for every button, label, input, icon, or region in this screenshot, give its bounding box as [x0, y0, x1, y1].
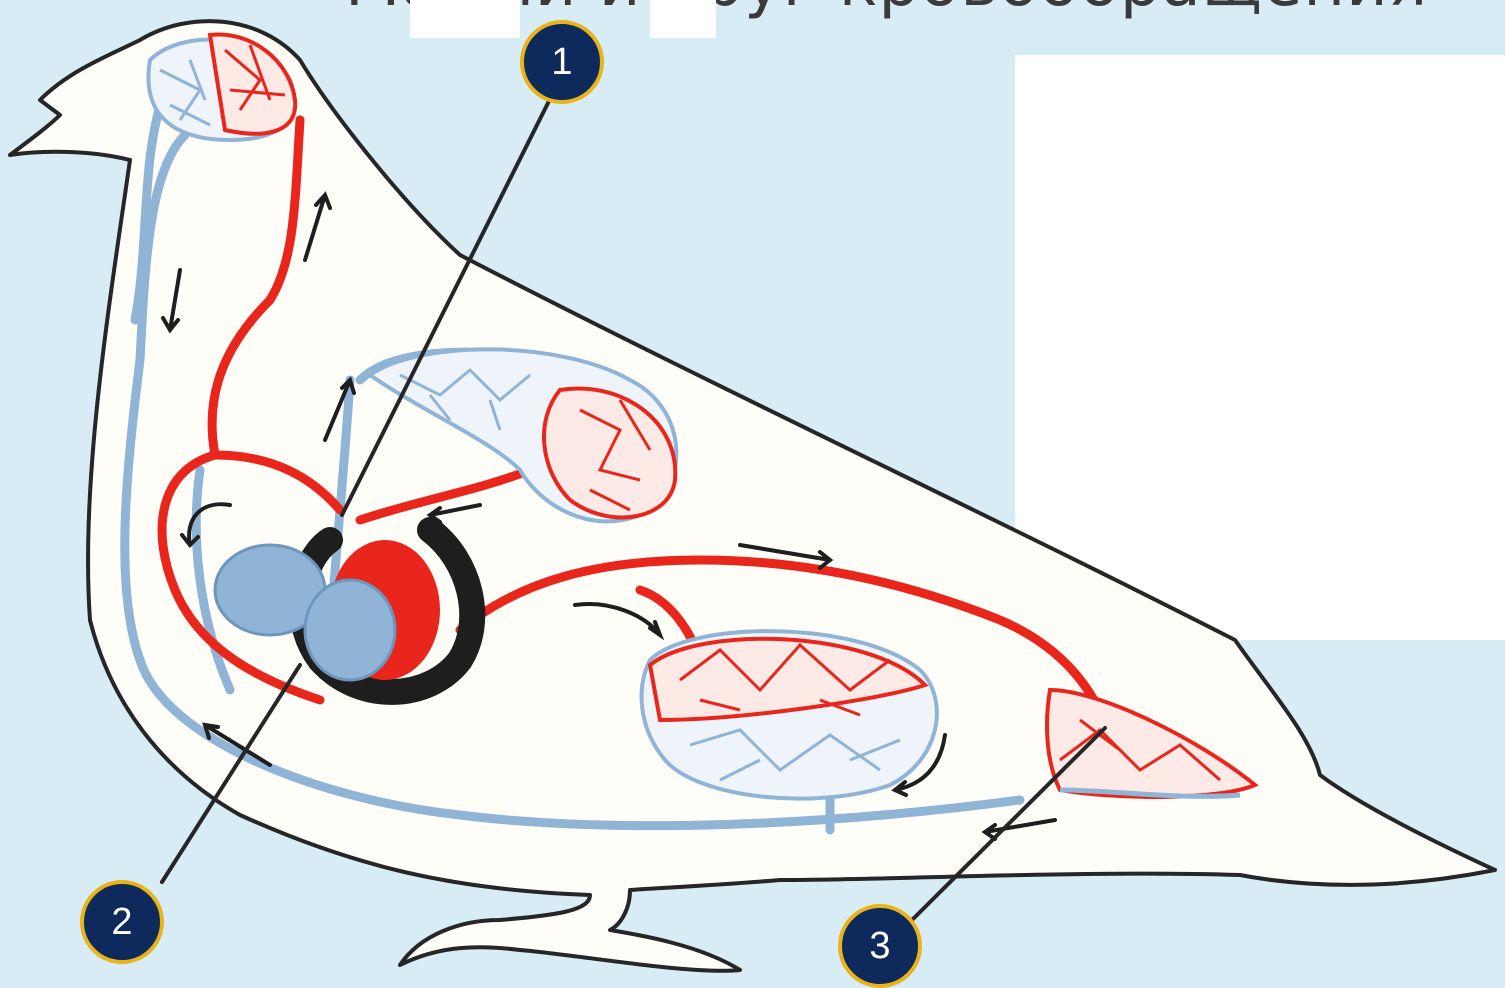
- callout-1: 1: [520, 20, 604, 104]
- callout-2: 2: [80, 880, 164, 964]
- bird-silhouette: [10, 21, 1495, 971]
- callout-3: 3: [838, 904, 922, 988]
- body-capillaries: [642, 631, 937, 798]
